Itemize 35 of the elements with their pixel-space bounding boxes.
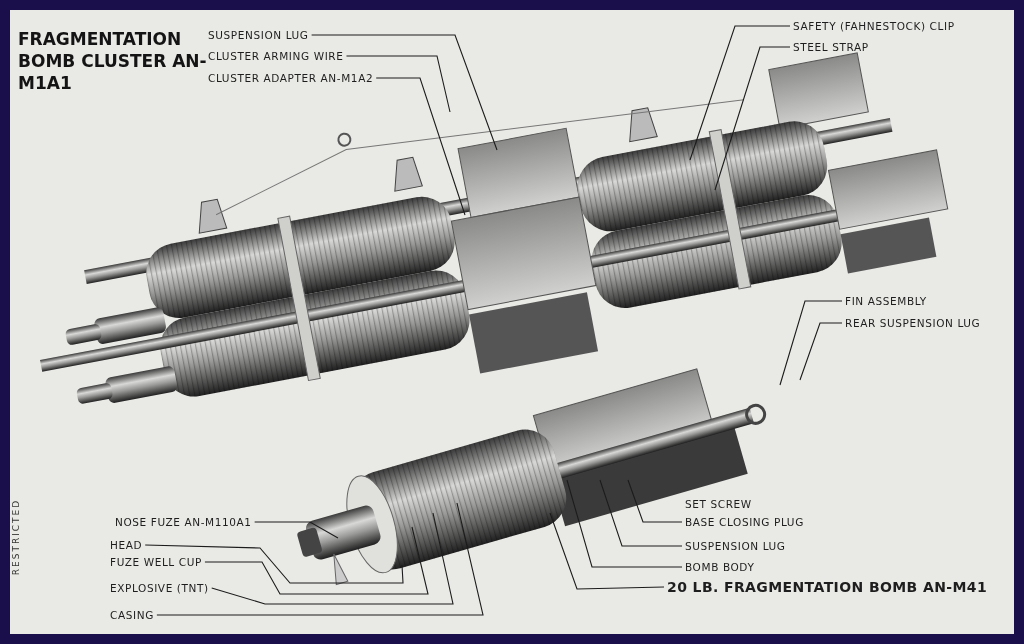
leader-line bbox=[156, 502, 484, 616]
diagram-title: FRAGMENTATION BOMB CLUSTER AN-M1A1 bbox=[18, 28, 208, 94]
callout-label: CLUSTER ADAPTER AN-M1A2 bbox=[208, 71, 374, 85]
callout-label: FIN ASSEMBLY bbox=[845, 294, 927, 308]
leader-line bbox=[144, 544, 404, 584]
leader-line bbox=[779, 300, 843, 386]
callout-label: BASE CLOSING PLUG bbox=[685, 515, 804, 529]
leader-line bbox=[627, 479, 683, 523]
callout-label: NOSE FUZE AN-M110A1 bbox=[115, 515, 252, 529]
callout-label: SUSPENSION LUG bbox=[685, 539, 786, 553]
leader-line bbox=[345, 55, 451, 113]
leader-line bbox=[204, 526, 429, 595]
leader-line bbox=[599, 479, 683, 547]
callout-label: SAFETY (FAHNESTOCK) CLIP bbox=[793, 19, 955, 33]
callout-label: CLUSTER ARMING WIRE bbox=[208, 49, 344, 63]
callout-label: SUSPENSION LUG bbox=[208, 28, 309, 42]
callout-label: HEAD bbox=[110, 538, 143, 552]
callout-label: 20 LB. FRAGMENTATION BOMB AN-M41 bbox=[667, 580, 988, 594]
leader-line bbox=[549, 512, 665, 590]
leader-line bbox=[375, 77, 466, 216]
callout-label: REAR SUSPENSION LUG bbox=[845, 316, 981, 330]
leader-line bbox=[254, 521, 339, 539]
leader-line bbox=[689, 25, 791, 161]
security-marking: RESTRICTED bbox=[11, 498, 22, 576]
callout-label: BOMB BODY bbox=[685, 560, 755, 574]
leader-line bbox=[566, 479, 683, 568]
callout-label: CASING bbox=[110, 608, 154, 622]
leader-line bbox=[714, 46, 791, 191]
leader-line bbox=[311, 34, 498, 151]
leader-line bbox=[799, 322, 843, 381]
callout-label: STEEL STRAP bbox=[793, 40, 869, 54]
leader-line bbox=[211, 512, 454, 605]
callout-label: EXPLOSIVE (TNT) bbox=[110, 581, 209, 595]
part-label: SET SCREW bbox=[685, 497, 752, 511]
callout-label: FUZE WELL CUP bbox=[110, 555, 202, 569]
